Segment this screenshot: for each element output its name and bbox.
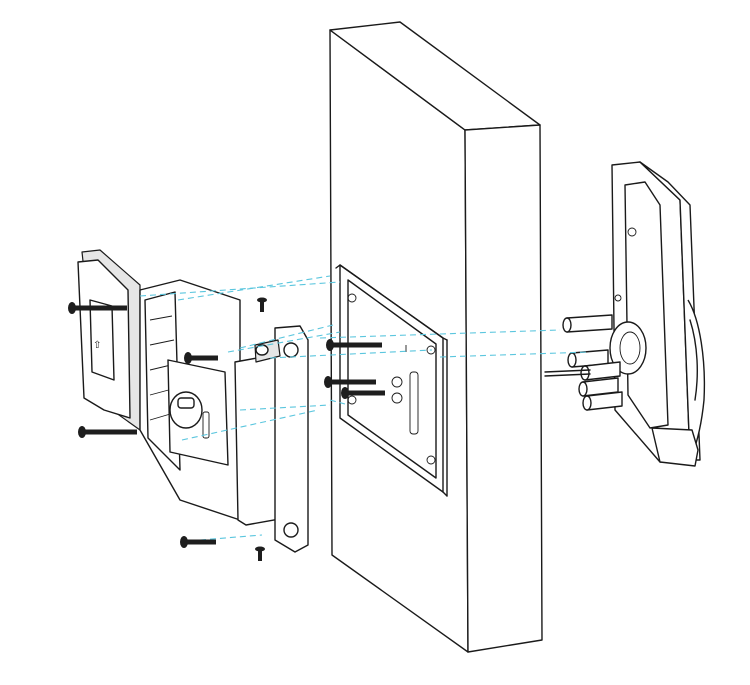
small-screw [257,297,267,312]
battery-slot [202,411,210,439]
back-plate-recess [347,279,437,479]
alignment-guides [139,275,591,541]
screw [78,426,137,438]
indoor-standoff-posts [544,314,623,411]
flange-hole [283,342,299,358]
plate-hole [347,395,357,405]
outdoor-unit: ⇧ [77,249,309,553]
alignment-guide-line [139,281,341,297]
alignment-guide-line [177,275,331,301]
door-side-edge [464,124,543,653]
screw [341,387,385,399]
indoor-handle [687,299,706,456]
mounting-screws [68,297,385,561]
alignment-guide-line [319,329,561,339]
alignment-guide-line [181,409,319,441]
alignment-guide-line [239,324,334,349]
plate-hole [426,345,436,355]
outdoor-keypad-panel [77,259,131,419]
alignment-guide-line [199,534,263,541]
flange-hole [283,522,299,538]
plate-cable-slot [409,371,419,435]
plate-hole [426,455,436,465]
indoor-spindle-housing [609,321,647,375]
small-screw [255,546,265,561]
alignment-guide-line [227,331,341,353]
outdoor-mounting-flange [274,325,309,553]
alignment-guide-line [439,351,591,358]
alignment-guide-line [329,399,346,405]
indoor-back-plate [335,264,448,497]
alignment-guide-line [239,404,331,411]
plate-hole [347,293,357,303]
screw [324,376,376,388]
screw [184,352,218,364]
screw [326,339,382,351]
indoor-unit [544,161,706,467]
outdoor-keypad-area [89,299,115,381]
screw [180,536,216,548]
indoor-frame-opening [624,181,669,429]
screw [68,302,127,314]
keypad-arrow-icon: ⇧ [93,340,101,351]
indoor-frame [611,161,691,463]
alignment-guide-line [269,349,433,359]
